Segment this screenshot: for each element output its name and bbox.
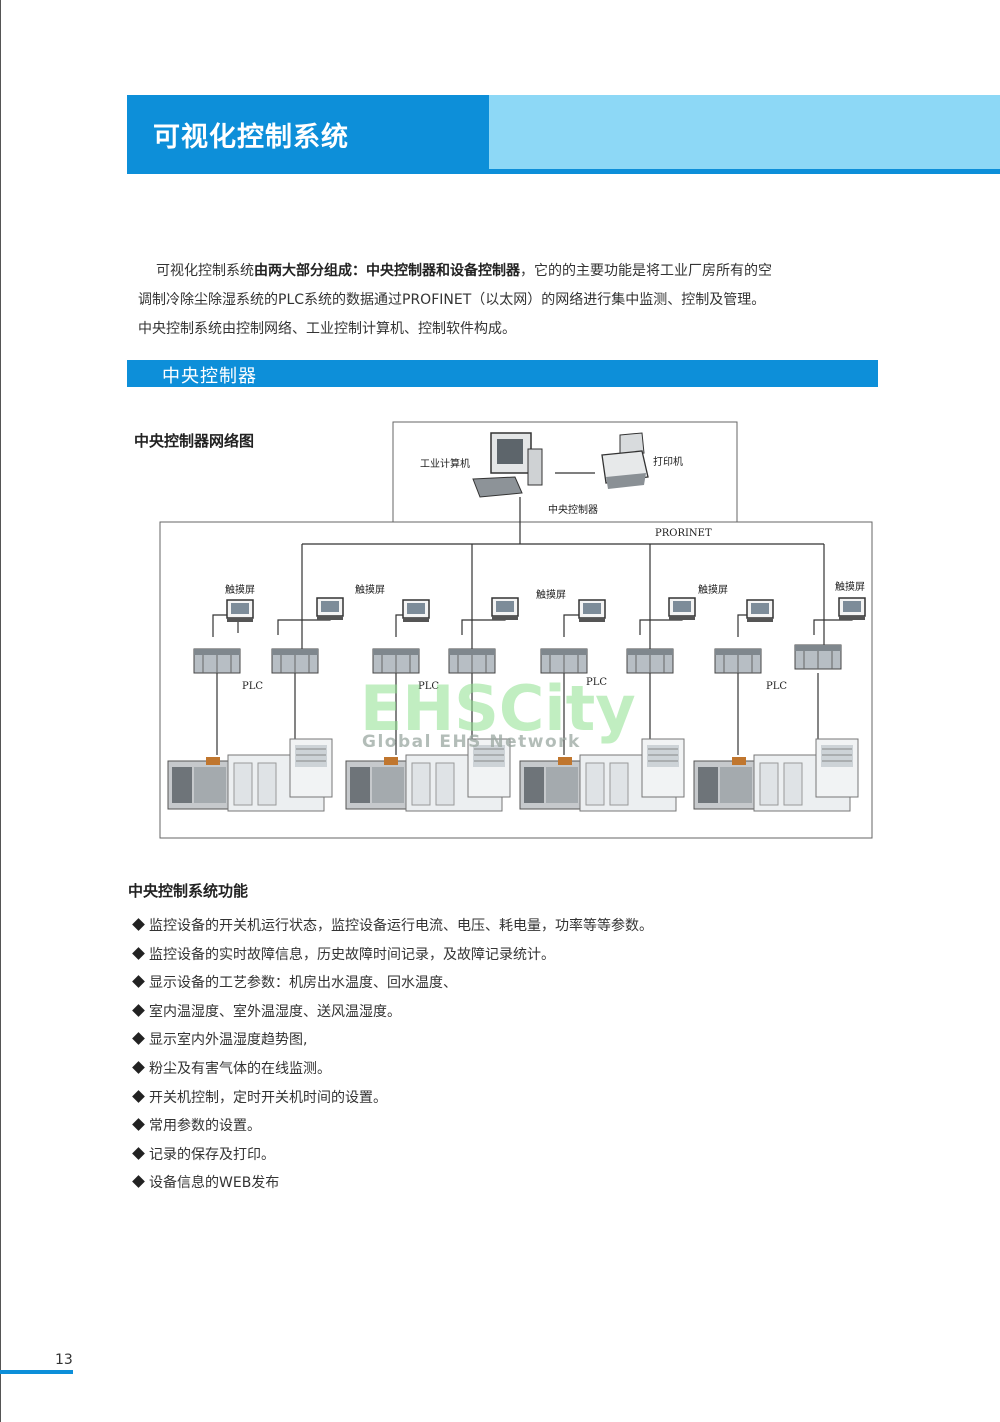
page-left-border [0,0,1,1422]
title-banner: 可视化控制系统 [127,95,1000,175]
touch-screen-icon [578,599,606,623]
intro-paragraph: 可视化控制系统由两大部分组成：中央控制器和设备控制器，它的的主要功能是将工业厂房… [138,257,898,344]
banner-dark-block [127,95,489,171]
station-2 [345,597,519,812]
diamond-bullet-icon [132,975,145,989]
list-item: 记录的保存及打印。 [132,1141,653,1170]
diamond-bullet-icon [132,1003,145,1017]
plc-icon [193,648,241,674]
list-item: 显示设备的工艺参数：机房出水温度、回水温度、 [132,969,653,998]
diamond-bullet-icon [132,946,145,960]
central-controller-box [392,421,738,523]
functions-list: 监控设备的开关机运行状态，监控设备运行电流、电压、耗电量，功率等等参数。 监控设… [132,912,653,1198]
diamond-bullet-icon [132,1175,145,1189]
network-diagram: 工业计算机 打印机 中央控制器 PRORINET [159,421,873,839]
diamond-bullet-icon [132,1146,145,1160]
intro-seg-3: ，它的的主要功能是将工业厂房所有的空 [520,263,772,279]
list-item: 监控设备的开关机运行状态，监控设备运行电流、电压、耗电量，功率等等参数。 [132,912,653,941]
diamond-bullet-icon [132,1118,145,1132]
list-item: 粉尘及有害气体的在线监测。 [132,1055,653,1084]
diamond-bullet-icon [132,918,145,931]
diamond-bullet-icon [132,1061,145,1074]
watermark-subtext: Global EHS Network [362,732,581,752]
touch-screen-icon [838,597,866,621]
page-title: 可视化控制系统 [153,122,349,153]
touch-screen-label: 触摸屏 [835,580,865,593]
computer-icon [472,432,543,498]
plc-label: PLC [766,681,787,692]
touch-screen-icon [316,597,344,621]
plc-icon [448,648,496,674]
network-label: PRORINET [655,528,712,539]
touch-screen-icon [226,599,254,623]
banner-light-block [489,95,1000,171]
station-1 [167,597,344,812]
diamond-bullet-icon [132,1032,145,1046]
printer-label: 打印机 [653,455,683,468]
touch-screen-label: 触摸屏 [536,588,566,601]
touch-screen-icon [746,599,774,623]
plc-icon [372,648,420,674]
printer-icon [601,432,649,489]
intro-line-2: 调制冷除尘除湿系统的PLC系统的数据通过PROFINET（以太网）的网络进行集中… [138,292,766,308]
page-number-underline [0,1370,73,1374]
plc-icon [540,648,588,674]
bus-drops [301,544,825,660]
plc-icon [714,648,762,674]
plc-label: PLC [418,681,439,692]
section-title: 中央控制器 [162,366,257,387]
station-4 [693,597,866,812]
touch-screen-icon [491,597,519,621]
functions-heading: 中央控制系统功能 [128,882,249,900]
plc-label: PLC [586,677,607,688]
list-item: 常用参数的设置。 [132,1112,653,1141]
touch-screen-label: 触摸屏 [225,583,255,596]
banner-underline [127,169,1000,174]
plc-label: PLC [242,681,263,692]
intro-seg-1: 可视化控制系统 [156,263,254,279]
touch-screen-label: 触摸屏 [355,583,385,596]
list-item: 监控设备的实时故障信息，历史故障时间记录，及故障记录统计。 [132,941,653,970]
central-controller-label: 中央控制器 [548,503,598,516]
list-item: 显示室内外温湿度趋势图, [132,1026,653,1055]
touch-screen-icon [402,599,430,623]
section-header-bar: 中央控制器 [127,360,878,387]
list-item: 室内温湿度、室外温湿度、送风温湿度。 [132,998,653,1027]
intro-line-3: 中央控制系统由控制网络、工业控制计算机、控制软件构成。 [138,321,516,337]
plc-icon [794,644,842,670]
station-3 [519,597,696,812]
intro-line-1: 可视化控制系统由两大部分组成：中央控制器和设备控制器，它的的主要功能是将工业厂房… [138,257,898,286]
touch-screen-icon [668,597,696,621]
intro-bold-seg: 由两大部分组成：中央控制器和设备控制器 [254,263,520,279]
diagram-caption: 中央控制器网络图 [134,432,255,450]
watermark-text: EHSCity [360,672,636,745]
page-number: 13 [55,1352,73,1368]
computer-label: 工业计算机 [420,457,470,470]
diamond-bullet-icon [132,1089,145,1103]
touch-screen-label: 触摸屏 [698,583,728,596]
list-item: 开关机控制，定时开关机时间的设置。 [132,1084,653,1113]
plc-icon [271,648,319,674]
list-item: 设备信息的WEB发布 [132,1169,653,1198]
plc-icon [626,648,674,674]
